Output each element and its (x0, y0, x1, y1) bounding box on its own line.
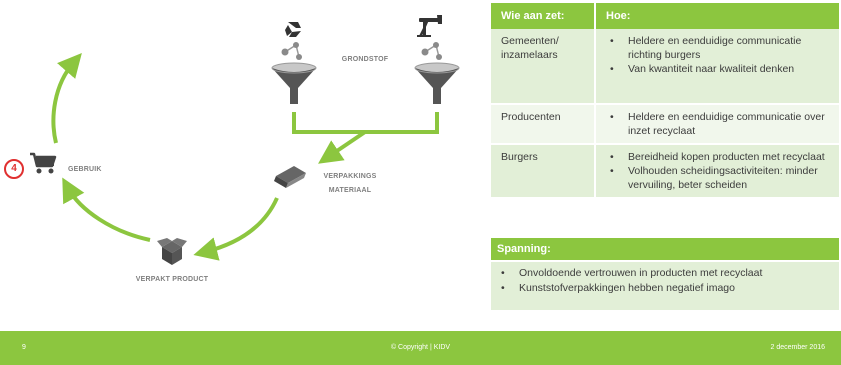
row-who: Gemeenten/ inzamelaars (491, 29, 595, 104)
list-item: Onvoldoende vertrouwen in producten met … (497, 266, 839, 281)
page-number: 9 (22, 344, 26, 351)
list-item: Kunststofverpakkingen hebben negatief im… (497, 281, 839, 296)
footer-date: 2 december 2016 (770, 344, 825, 351)
label-materiaal: MATERIAAL (328, 187, 372, 194)
row-how: Heldere en eenduidige communicatie over … (594, 103, 839, 144)
recycle-icon (285, 22, 301, 37)
list-item: Volhouden scheidingsactiviteiten: minder… (606, 164, 835, 192)
row-who: Producenten (491, 103, 595, 144)
funnel-icon-left (271, 42, 317, 104)
packaging-material-icon (274, 166, 306, 188)
arrow-grondstof-to-materiaal (318, 130, 367, 164)
spanning-title: Spanning: (491, 238, 839, 260)
shopping-cart-icon (30, 152, 57, 174)
label-verpakkings: VERPAKKINGS (323, 173, 377, 180)
table-row: Gemeenten/ inzamelaars Heldere en eendui… (491, 29, 839, 104)
cycle-diagram (30, 15, 460, 265)
arrow-materiaal-to-product (193, 197, 279, 261)
step-number-badge: 4 (4, 159, 24, 179)
spanning-body: Onvoldoende vertrouwen in producten met … (491, 262, 839, 310)
slide-footer: 9 © Copyright | KIDV 2 december 2016 (0, 331, 841, 365)
funnel-icon-right (414, 42, 460, 104)
arrow-gebruik-to-top (51, 52, 82, 144)
list-item: Bereidheid kopen producten met recyclaat (606, 150, 835, 164)
responsibility-table: Wie aan zet: Hoe: Gemeenten/ inzamelaars… (491, 3, 839, 197)
arrow-product-to-gebruik (62, 177, 151, 242)
list-item: Van kwantiteit naar kwaliteit denken (606, 62, 835, 76)
table-header-row: Wie aan zet: Hoe: (491, 3, 839, 29)
list-item: Heldere en eenduidige communicatie over … (606, 110, 835, 138)
header-wie: Wie aan zet: (491, 3, 595, 29)
box-icon (157, 238, 187, 265)
table-row: Producenten Heldere en eenduidige commun… (491, 103, 839, 144)
label-grondstof: GRONDSTOF (341, 56, 389, 63)
row-how: Bereidheid kopen producten met recyclaat… (594, 143, 839, 197)
oil-pump-icon (417, 15, 442, 37)
row-who: Burgers (491, 143, 595, 197)
label-gebruik: GEBRUIK (68, 166, 102, 173)
table-row: Burgers Bereidheid kopen producten met r… (491, 143, 839, 197)
header-hoe: Hoe: (594, 3, 839, 29)
funnel-connector (292, 112, 439, 134)
list-item: Heldere en eenduidige communicatie richt… (606, 34, 835, 62)
copyright-text: © Copyright | KIDV (390, 344, 451, 351)
row-how: Heldere en eenduidige communicatie richt… (594, 29, 839, 104)
label-verpakt-product: VERPAKT PRODUCT (135, 276, 209, 283)
